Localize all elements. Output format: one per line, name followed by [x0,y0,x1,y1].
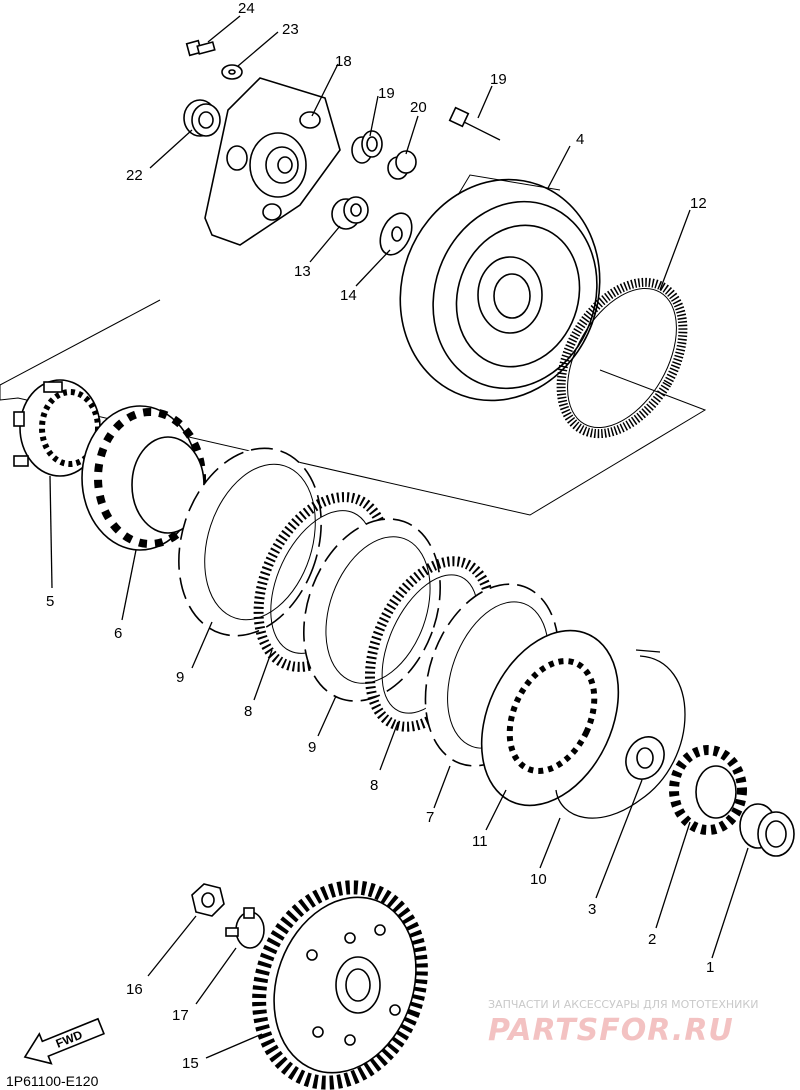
part-10-clutch-plate [178,447,322,637]
callout-24: 23 [282,21,299,38]
callout-18: 17 [172,1007,189,1024]
part-11-circlip [555,649,686,819]
part-19-holder-plate [204,77,341,246]
watermark-line2: PARTSFOR.RU [488,1013,734,1048]
callout-11: 10 [530,871,547,888]
callout-10: 9 [176,669,184,686]
part-21-bushing [351,130,383,164]
callout-1: 1 [706,959,714,976]
callout-7: 7 [426,809,434,826]
part-25-bolt [185,39,216,57]
part-3-washer [625,736,665,780]
part-22-collar [387,150,417,180]
watermark-line1: ЗАПЧАСТИ И АКСЕССУАРЫ ДЛЯ МОТОТЕХНИКИ [488,998,758,1011]
callout-2: 2 [648,931,656,948]
fwd-arrow-icon: FWD [23,1017,105,1065]
callout-23: 22 [126,167,143,184]
callout-12: 11 [472,833,488,850]
watermark: ЗАПЧАСТИ И АКСЕССУАРЫ ДЛЯ МОТОТЕХНИКИ PA… [488,998,758,1048]
part-13-gear-ring [556,277,688,439]
callout-20: 19 [490,71,507,88]
drawing-code: 1P61100-E120 [6,1073,99,1089]
part-15-washer [379,212,413,256]
callout-14: 13 [294,263,311,280]
callout-25: 24 [238,0,255,17]
callout-9: 9 [308,739,316,756]
callout-6: 6 [114,625,122,642]
callout-22: 20 [410,99,427,116]
part-9-clutch-plate [303,518,441,702]
part-17-nut [191,883,225,917]
callout-19: 18 [335,53,352,70]
callout-15: 14 [340,287,357,304]
part-14-collar [331,196,369,230]
callout-21: 19 [378,85,395,102]
part-1-bushing [739,803,795,857]
assembly-frame [0,299,707,516]
part-2-gear [669,745,747,835]
callout-16: 15 [182,1055,199,1072]
part-6-driven-gear-hub [81,405,206,551]
part-18-lock-washer [225,907,265,949]
callout-8b: 8 [370,777,378,794]
part-4-clutch-housing [399,174,601,402]
callout-17: 16 [126,981,143,998]
callout-3: 3 [588,901,596,918]
part-16-drive-gear [252,880,428,1090]
callout-5: 5 [46,593,54,610]
callout-13: 12 [690,195,707,212]
callout-labels: 24 23 18 19 20 19 4 22 12 13 14 5 6 9 8 … [46,0,714,1072]
callout-4: 4 [576,131,584,148]
part-20-bolt [448,106,501,141]
callout-8a: 8 [244,703,252,720]
part-23-bearing [183,99,221,137]
leader-lines [49,15,749,1059]
part-12-pressure-plate [480,629,620,807]
part-24-washer [221,64,243,80]
